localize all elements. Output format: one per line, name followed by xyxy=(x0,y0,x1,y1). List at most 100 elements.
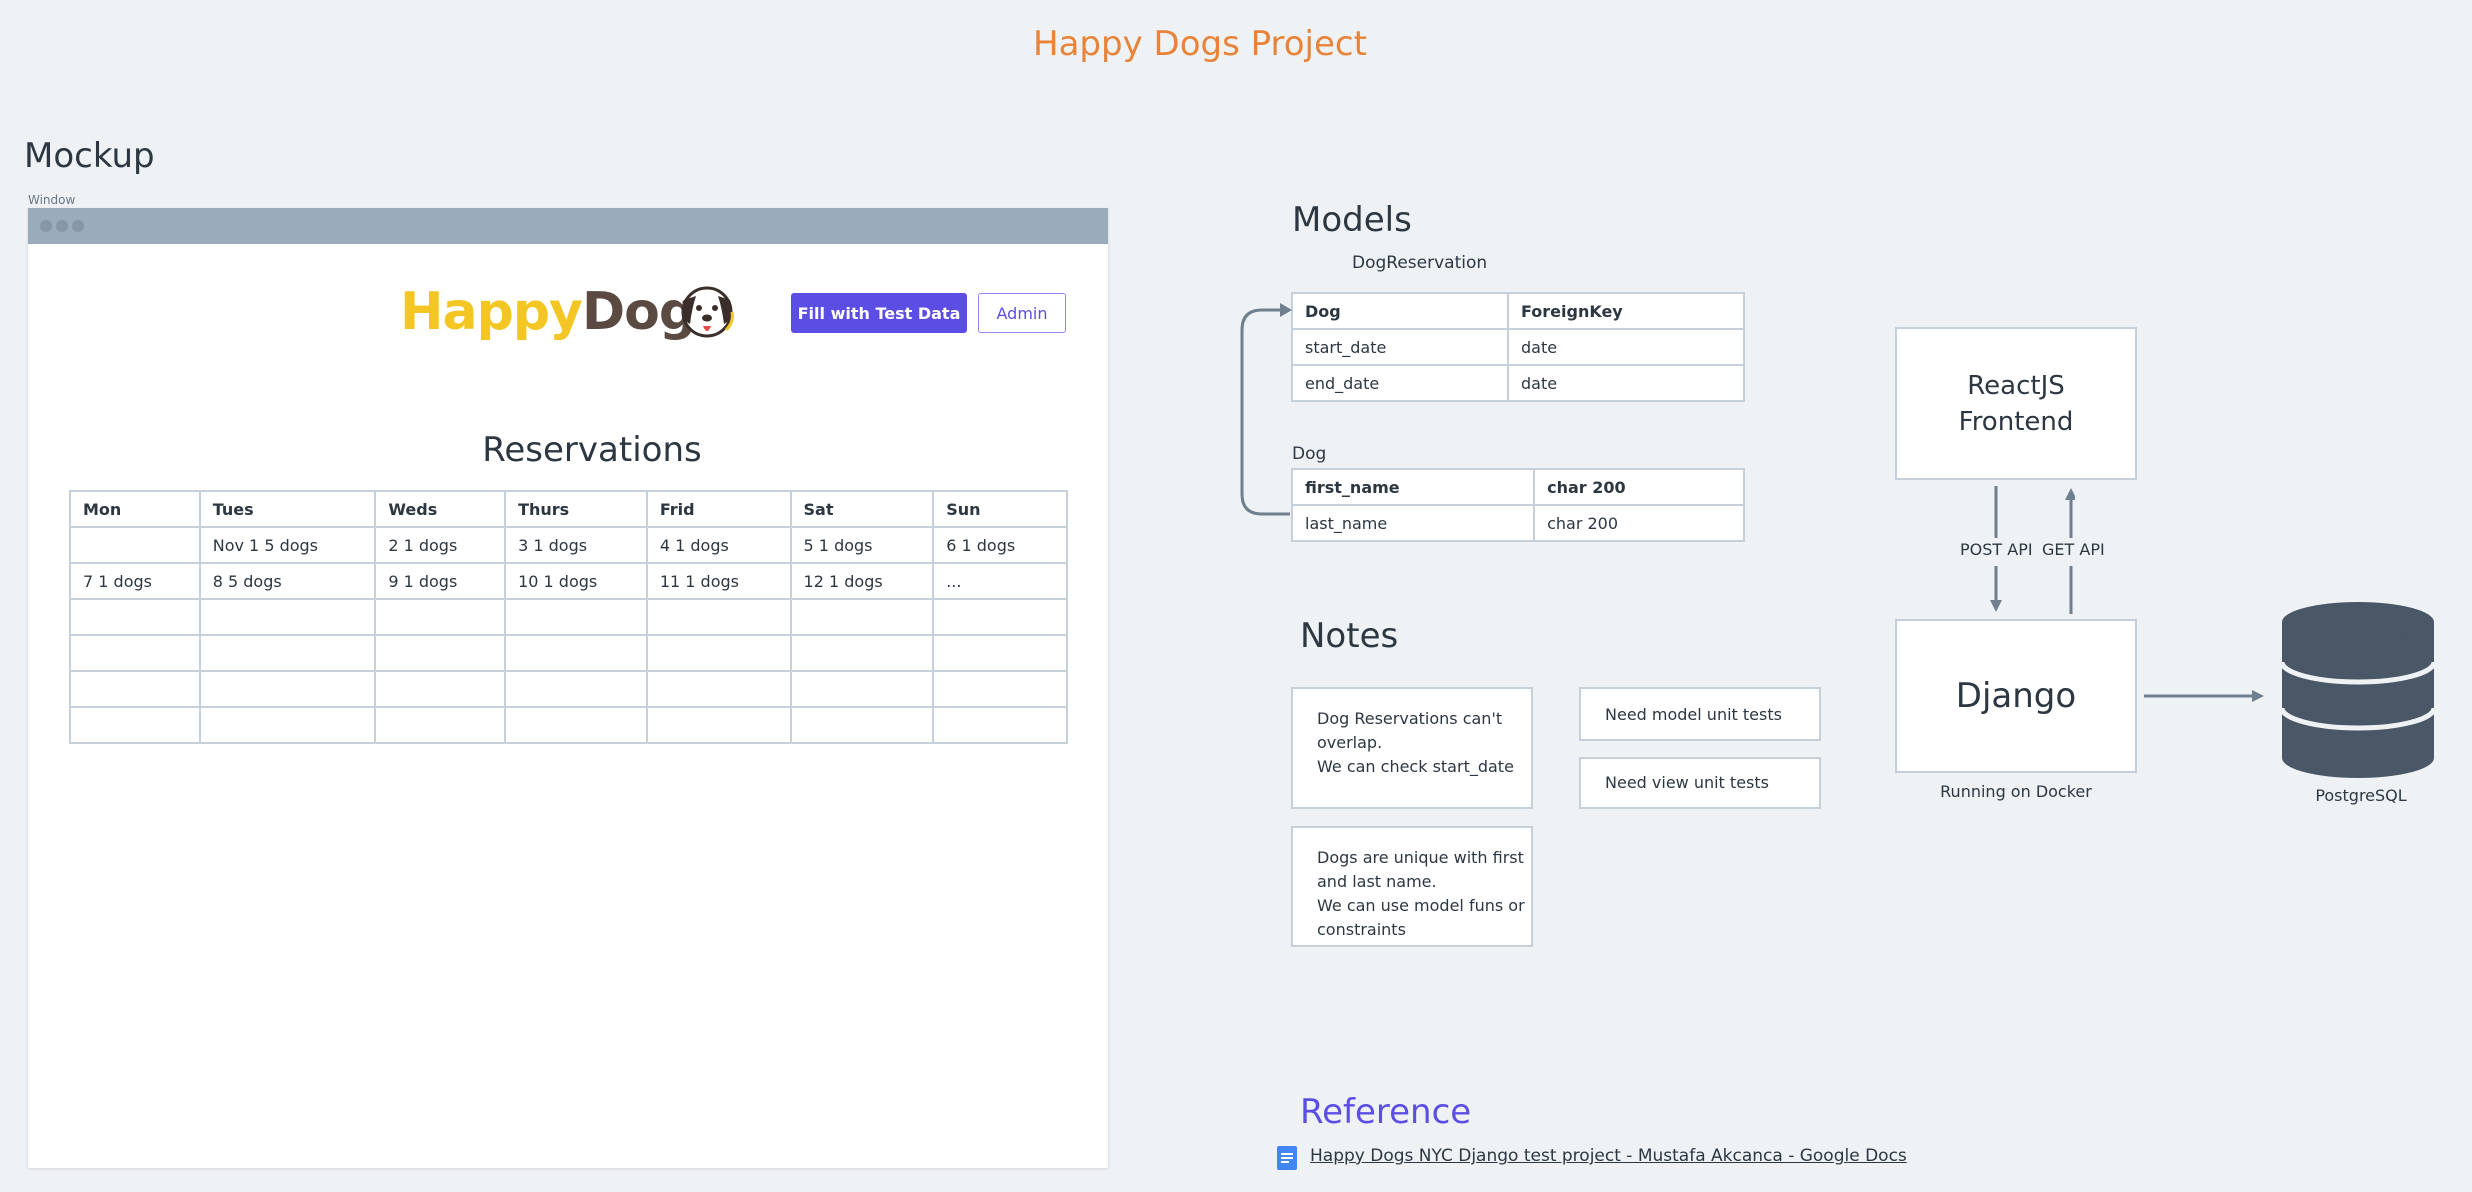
django-label: Django xyxy=(1955,676,2077,716)
table-header-row: Mon Tues Weds Thurs Frid Sat Sun xyxy=(69,490,1068,528)
google-docs-icon xyxy=(1277,1146,1297,1170)
note-card-overlap: Dog Reservations can't overlap. We can c… xyxy=(1291,687,1533,809)
foreignkey-connector-arrow xyxy=(1240,303,1292,516)
table-row: Dog ForeignKey xyxy=(1291,292,1746,330)
column-header: Frid xyxy=(645,490,792,528)
table-row xyxy=(69,706,1068,744)
table-cell: 10 1 dogs xyxy=(504,562,648,600)
table-cell xyxy=(504,634,648,672)
window-dot-icon xyxy=(56,220,68,232)
note-text: constraints xyxy=(1317,920,1406,939)
note-text: We can use model funs or xyxy=(1317,896,1525,915)
table-cell xyxy=(374,598,507,636)
table-cell: 6 1 dogs xyxy=(932,526,1068,564)
window-label: Window xyxy=(28,193,76,207)
table-cell: ForeignKey xyxy=(1506,292,1746,330)
admin-button[interactable]: Admin xyxy=(978,293,1066,333)
table-cell: date xyxy=(1506,364,1746,402)
table-row: first_name char 200 xyxy=(1290,468,1745,506)
table-row: 7 1 dogs 8 5 dogs 9 1 dogs 10 1 dogs 11 … xyxy=(69,562,1068,600)
reservations-title: Reservations xyxy=(482,430,702,470)
dogreservation-label: DogReservation xyxy=(1352,253,1488,273)
table-cell: 9 1 dogs xyxy=(374,562,507,600)
table-cell xyxy=(932,598,1068,636)
table-row: start_date date xyxy=(1291,328,1746,366)
table-cell xyxy=(504,598,648,636)
table-cell xyxy=(374,634,507,672)
table-cell xyxy=(198,634,377,672)
api-labels-bg xyxy=(1950,538,2150,566)
column-header: Weds xyxy=(374,490,507,528)
table-cell: Dog xyxy=(1291,292,1509,330)
table-cell xyxy=(69,526,201,564)
mockup-heading: Mockup xyxy=(24,136,155,176)
note-text: Need model unit tests xyxy=(1605,705,1782,724)
reference-link[interactable]: Happy Dogs NYC Django test project - Mus… xyxy=(1310,1146,1907,1166)
get-api-label: GET API xyxy=(2042,540,2105,559)
page-title: Happy Dogs Project xyxy=(1033,24,1367,64)
dog-model-label: Dog xyxy=(1292,444,1327,464)
dog-model-table: first_name char 200 last_name char 200 xyxy=(1290,468,1745,542)
window-dot-icon xyxy=(40,220,52,232)
table-cell: 4 1 dogs xyxy=(645,526,792,564)
table-cell: 11 1 dogs xyxy=(645,562,792,600)
table-cell xyxy=(645,634,792,672)
note-text: and last name. xyxy=(1317,872,1437,891)
db-label: PostgreSQL xyxy=(2315,786,2407,805)
note-text: Dogs are unique with first xyxy=(1317,848,1524,867)
table-cell: ... xyxy=(932,562,1068,600)
table-row: end_date date xyxy=(1291,364,1746,402)
table-cell xyxy=(932,634,1068,672)
table-cell xyxy=(69,706,201,744)
table-row: Nov 1 5 dogs 2 1 dogs 3 1 dogs 4 1 dogs … xyxy=(69,526,1068,564)
table-cell: 8 5 dogs xyxy=(198,562,377,600)
table-cell xyxy=(374,706,507,744)
note-card-model-tests: Need model unit tests xyxy=(1579,687,1821,741)
table-cell xyxy=(932,706,1068,744)
table-cell xyxy=(789,598,935,636)
note-text: Need view unit tests xyxy=(1605,773,1769,792)
table-cell: start_date xyxy=(1291,328,1509,366)
table-cell xyxy=(789,670,935,708)
table-cell xyxy=(374,670,507,708)
dogreservation-model-table: Dog ForeignKey start_date date end_date … xyxy=(1291,292,1746,402)
frontend-box: ReactJS Frontend xyxy=(1895,327,2137,480)
django-to-db-arrow xyxy=(2144,690,2264,702)
table-cell xyxy=(504,706,648,744)
dog-face-icon xyxy=(681,286,734,338)
table-cell xyxy=(645,598,792,636)
notes-heading: Notes xyxy=(1300,616,1399,656)
table-cell xyxy=(932,670,1068,708)
column-header: Mon xyxy=(69,490,201,528)
table-cell: 3 1 dogs xyxy=(504,526,648,564)
database-icon xyxy=(2280,602,2436,778)
table-cell xyxy=(69,634,201,672)
table-cell: Nov 1 5 dogs xyxy=(198,526,377,564)
table-row xyxy=(69,670,1068,708)
note-card-unique: Dogs are unique with first and last name… xyxy=(1291,826,1533,947)
table-cell: first_name xyxy=(1290,468,1536,506)
table-row xyxy=(69,598,1068,636)
table-cell xyxy=(645,670,792,708)
table-cell: char 200 xyxy=(1533,504,1745,542)
column-header: Tues xyxy=(198,490,377,528)
table-cell: date xyxy=(1506,328,1746,366)
table-cell: 7 1 dogs xyxy=(69,562,201,600)
table-cell: end_date xyxy=(1291,364,1509,402)
window-titlebar xyxy=(28,208,1108,244)
table-row: last_name char 200 xyxy=(1290,504,1745,542)
column-header: Thurs xyxy=(504,490,648,528)
frontend-label: Frontend xyxy=(1958,406,2074,437)
django-box: Django xyxy=(1895,619,2137,773)
table-cell xyxy=(645,706,792,744)
table-cell: 2 1 dogs xyxy=(374,526,507,564)
models-heading: Models xyxy=(1292,200,1412,240)
note-text: We can check start_date xyxy=(1317,757,1514,776)
table-cell xyxy=(198,706,377,744)
post-api-label: POST API xyxy=(1960,540,2033,559)
table-cell: char 200 xyxy=(1533,468,1745,506)
fill-test-data-button[interactable]: Fill with Test Data xyxy=(791,293,967,333)
column-header: Sat xyxy=(789,490,935,528)
column-header: Sun xyxy=(932,490,1068,528)
table-cell: 12 1 dogs xyxy=(789,562,935,600)
